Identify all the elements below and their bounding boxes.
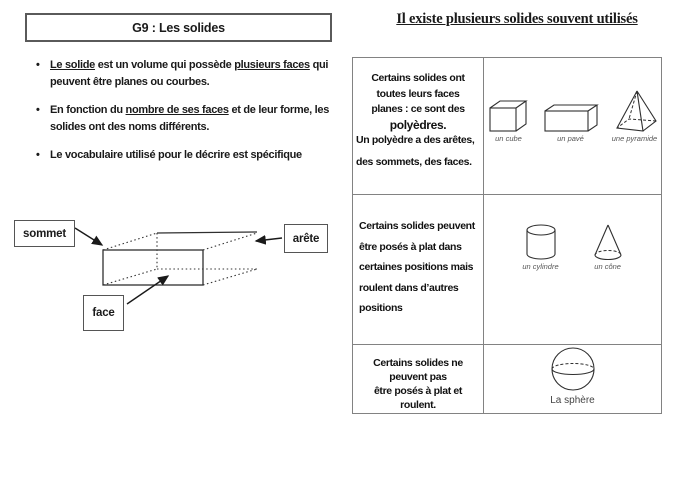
cube-caption: un cube bbox=[495, 134, 522, 143]
box-diagram: sommet arête face bbox=[6, 214, 348, 342]
text-line: certaines positions mais bbox=[359, 261, 474, 273]
bullet-marker: • bbox=[36, 104, 40, 116]
table-cell-roulants-figures: un cylindre un cône bbox=[484, 195, 661, 345]
pyramid-caption: une pyramide bbox=[611, 134, 658, 143]
text-line: Certains solides ont bbox=[371, 72, 465, 84]
bullet-marker: • bbox=[36, 59, 40, 71]
face-arrow bbox=[126, 275, 170, 305]
lesson-title-box: G9 : Les solides bbox=[25, 13, 332, 42]
vertex-arrow bbox=[74, 227, 104, 246]
text-line: Un polyèdre a des arêtes, bbox=[356, 134, 475, 146]
text-line: roulent dans d’autres bbox=[359, 281, 459, 294]
table-cell-sphere-text: Certains solides ne peuvent pas être pos… bbox=[353, 345, 484, 413]
cone-drawing bbox=[594, 224, 622, 261]
edge-label-box: arête bbox=[284, 224, 328, 253]
lesson-title: G9 : Les solides bbox=[132, 20, 225, 35]
sphere-caption: La sphère bbox=[550, 395, 595, 406]
vertex-label: sommet bbox=[23, 227, 66, 240]
text-line: planes : ce sont des bbox=[371, 103, 465, 115]
cube-drawing bbox=[488, 100, 528, 132]
face-label-box: face bbox=[83, 295, 124, 331]
bullet-text: En fonction du nombre de ses faces et de… bbox=[50, 104, 330, 133]
edge-label: arête bbox=[292, 232, 320, 245]
pave-figure: un pavé bbox=[543, 103, 599, 143]
pyramid-figure: une pyramide bbox=[612, 89, 658, 143]
cylinder-caption: un cylindre bbox=[522, 262, 559, 271]
table-cell-polyedres-figures: un cube un pavé une py bbox=[484, 58, 661, 195]
text-line: polyèdres. bbox=[389, 117, 447, 132]
solids-table: Certains solides ont toutes leurs faces … bbox=[352, 57, 662, 414]
edge-arrow bbox=[254, 235, 283, 245]
cylinder-figure: un cylindre bbox=[522, 223, 559, 271]
text-line: roulent. bbox=[400, 399, 436, 411]
cone-caption: un cône bbox=[594, 262, 621, 271]
text-line: positions bbox=[359, 302, 403, 314]
bullet-item-noms: • En fonction du nombre de ses faces et … bbox=[36, 102, 344, 135]
cube-figure: un cube bbox=[488, 99, 530, 143]
pave-drawing bbox=[543, 104, 599, 132]
bullet-item-solide: • Le solide est un volume qui possède pl… bbox=[36, 57, 344, 90]
text-line: être posés à plat dans bbox=[359, 240, 462, 253]
cylinder-drawing bbox=[525, 224, 556, 260]
text-line: toutes leurs faces bbox=[376, 87, 460, 100]
text-line: peuvent pas bbox=[389, 371, 447, 383]
table-cell-sphere-figure: La sphère bbox=[484, 345, 661, 413]
vertex-label-box: sommet bbox=[14, 220, 75, 247]
definition-bullets: • Le solide est un volume qui possède pl… bbox=[36, 57, 344, 176]
section-title: Il existe plusieurs solides souvent util… bbox=[396, 11, 638, 27]
face-label: face bbox=[92, 307, 115, 319]
pave-caption: un pavé bbox=[557, 134, 584, 143]
text-line: être posés à plat et bbox=[373, 385, 463, 397]
text-line: Certains solides ne bbox=[373, 357, 463, 369]
table-cell-polyedres-text: Certains solides ont toutes leurs faces … bbox=[353, 58, 484, 195]
pyramid-drawing bbox=[615, 90, 657, 132]
cone-figure: un cône bbox=[593, 223, 623, 271]
sphere-drawing bbox=[550, 347, 595, 391]
table-cell-roulants-text: Certains solides peuvent être posés à pl… bbox=[353, 195, 484, 345]
text-line: des sommets, des faces. bbox=[356, 155, 472, 168]
text-line: Certains solides peuvent bbox=[359, 220, 475, 232]
bullet-text: Le vocabulaire utilisé pour le décrire e… bbox=[50, 149, 302, 161]
bullet-marker: • bbox=[36, 149, 40, 161]
box-wireframe-drawing bbox=[74, 227, 283, 305]
bullet-item-vocabulaire: • Le vocabulaire utilisé pour le décrire… bbox=[36, 147, 344, 164]
bullet-text: Le solide est un volume qui possède plus… bbox=[50, 59, 329, 88]
